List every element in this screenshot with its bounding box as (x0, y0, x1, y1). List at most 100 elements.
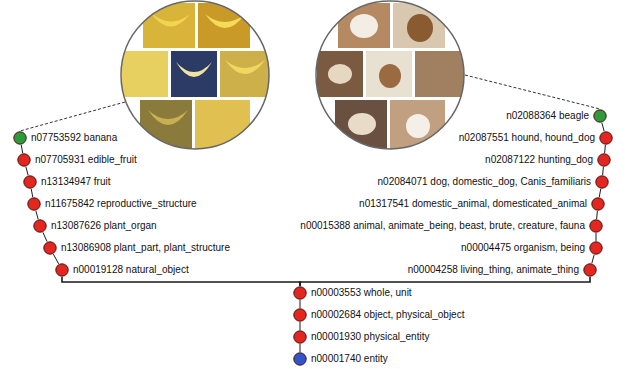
synset-node: n13086908 plant_part, plant_structure (43, 241, 57, 255)
synset-label: n00019128 natural_object (73, 264, 189, 276)
synset-node: n13134947 fruit (23, 175, 37, 189)
hypernym-link (300, 277, 590, 286)
synset-circle (600, 132, 612, 144)
synset-dot (293, 330, 307, 344)
synset-label: n01317541 domestic_animal, domesticated_… (359, 198, 587, 210)
synset-circle (294, 331, 306, 343)
synset-circle (596, 176, 608, 188)
synset-circle (44, 242, 56, 254)
synset-label: n00001740 entity (311, 353, 388, 365)
synset-label: n02087122 hunting_dog (485, 154, 593, 166)
synset-dot (293, 286, 307, 300)
hypernym-link (300, 344, 301, 352)
synset-label: n00015388 animal, animate_being, beast, … (300, 220, 585, 232)
synset-node: n00003553 whole, unit (293, 286, 307, 300)
synset-circle (590, 220, 602, 232)
synset-dot (293, 308, 307, 322)
synset-dot (583, 263, 597, 277)
leader-line (465, 75, 600, 109)
synset-circle (592, 198, 604, 210)
synset-label: n00004258 living_thing, animate_thing (408, 264, 579, 276)
synset-dot (593, 109, 607, 123)
synset-dot (27, 197, 41, 211)
synset-dot (599, 131, 613, 145)
hypernym-link (300, 300, 301, 308)
leader-line (20, 102, 125, 131)
synset-label: n07753592 banana (31, 132, 117, 144)
synset-dot (23, 175, 37, 189)
synset-label: n02087551 hound, hound_dog (459, 132, 595, 144)
hypernym-link (21, 145, 22, 153)
hypernym-link (596, 233, 597, 241)
synset-node: n01317541 domestic_animal, domesticated_… (591, 197, 605, 211)
synset-label: n07705931 edible_fruit (35, 154, 137, 166)
photo-frame (121, 1, 269, 149)
hypernym-link (604, 145, 606, 153)
synset-node: n07753592 banana (13, 131, 27, 145)
synset-label: n00002684 object, physical_object (311, 309, 464, 321)
synset-dot (589, 241, 603, 255)
synset-node: n02087551 hound, hound_dog (599, 131, 613, 145)
hypernym-link (602, 123, 604, 131)
synset-circle (56, 264, 68, 276)
banana-photos (115, 0, 275, 152)
synset-node: n00015388 animal, animate_being, beast, … (589, 219, 603, 233)
synset-circle (594, 110, 606, 122)
synset-node: n07705931 edible_fruit (17, 153, 31, 167)
hypernym-link (43, 232, 47, 241)
synset-dot (17, 153, 31, 167)
synset-circle (14, 132, 26, 144)
synset-node: n00002684 object, physical_object (293, 308, 307, 322)
synset-node: n02087122 hunting_dog (597, 153, 611, 167)
synset-label: n11675842 reproductive_structure (45, 198, 197, 210)
hypernym-link (596, 211, 598, 219)
synset-node: n11675842 reproductive_structure (27, 197, 41, 211)
synset-dot (55, 263, 69, 277)
synset-label: n13087626 plant_organ (51, 220, 157, 232)
synset-dot (589, 219, 603, 233)
synset-label: n02088364 beagle (506, 110, 589, 122)
synset-node: n00004475 organism, being (589, 241, 603, 255)
synset-circle (294, 353, 306, 365)
synset-label: n00004475 organism, being (461, 242, 585, 254)
synset-label: n00001930 physical_entity (311, 331, 429, 343)
synset-circle (28, 198, 40, 210)
synset-node: n00004258 living_thing, animate_thing (583, 263, 597, 277)
synset-dot (33, 219, 47, 233)
synset-circle (34, 220, 46, 232)
synset-circle (590, 242, 602, 254)
synset-circle (294, 309, 306, 321)
synset-node: n00001930 physical_entity (293, 330, 307, 344)
hypernym-link (300, 322, 301, 330)
hypernym-link (599, 189, 600, 197)
synset-node: n00001740 entity (293, 352, 307, 366)
synset-node: n00019128 natural_object (55, 263, 69, 277)
synset-dot (595, 175, 609, 189)
synset-circle (18, 154, 30, 166)
hypernym-link (602, 167, 604, 175)
synset-dot (597, 153, 611, 167)
hypernym-link (31, 189, 32, 197)
synset-label: n00003553 whole, unit (311, 287, 412, 299)
synset-dot (13, 131, 27, 145)
hypernym-link (592, 255, 594, 263)
hypernym-link (36, 211, 38, 219)
synset-circle (294, 287, 306, 299)
hypernym-link (26, 167, 28, 175)
hypernym-link (53, 254, 58, 264)
synset-label: n02084071 dog, domestic_dog, Canis_famil… (378, 176, 591, 188)
hypernym-link (62, 277, 300, 286)
synset-dot (293, 352, 307, 366)
synset-circle (598, 154, 610, 166)
synset-label: n13134947 fruit (41, 176, 111, 188)
synset-node: n02088364 beagle (593, 109, 607, 123)
synset-dot (43, 241, 57, 255)
synset-node: n13087626 plant_organ (33, 219, 47, 233)
photo-frame (316, 1, 464, 149)
synset-circle (24, 176, 36, 188)
synset-node: n02084071 dog, domestic_dog, Canis_famil… (595, 175, 609, 189)
synset-label: n13086908 plant_part, plant_structure (61, 242, 230, 254)
synset-circle (584, 264, 596, 276)
